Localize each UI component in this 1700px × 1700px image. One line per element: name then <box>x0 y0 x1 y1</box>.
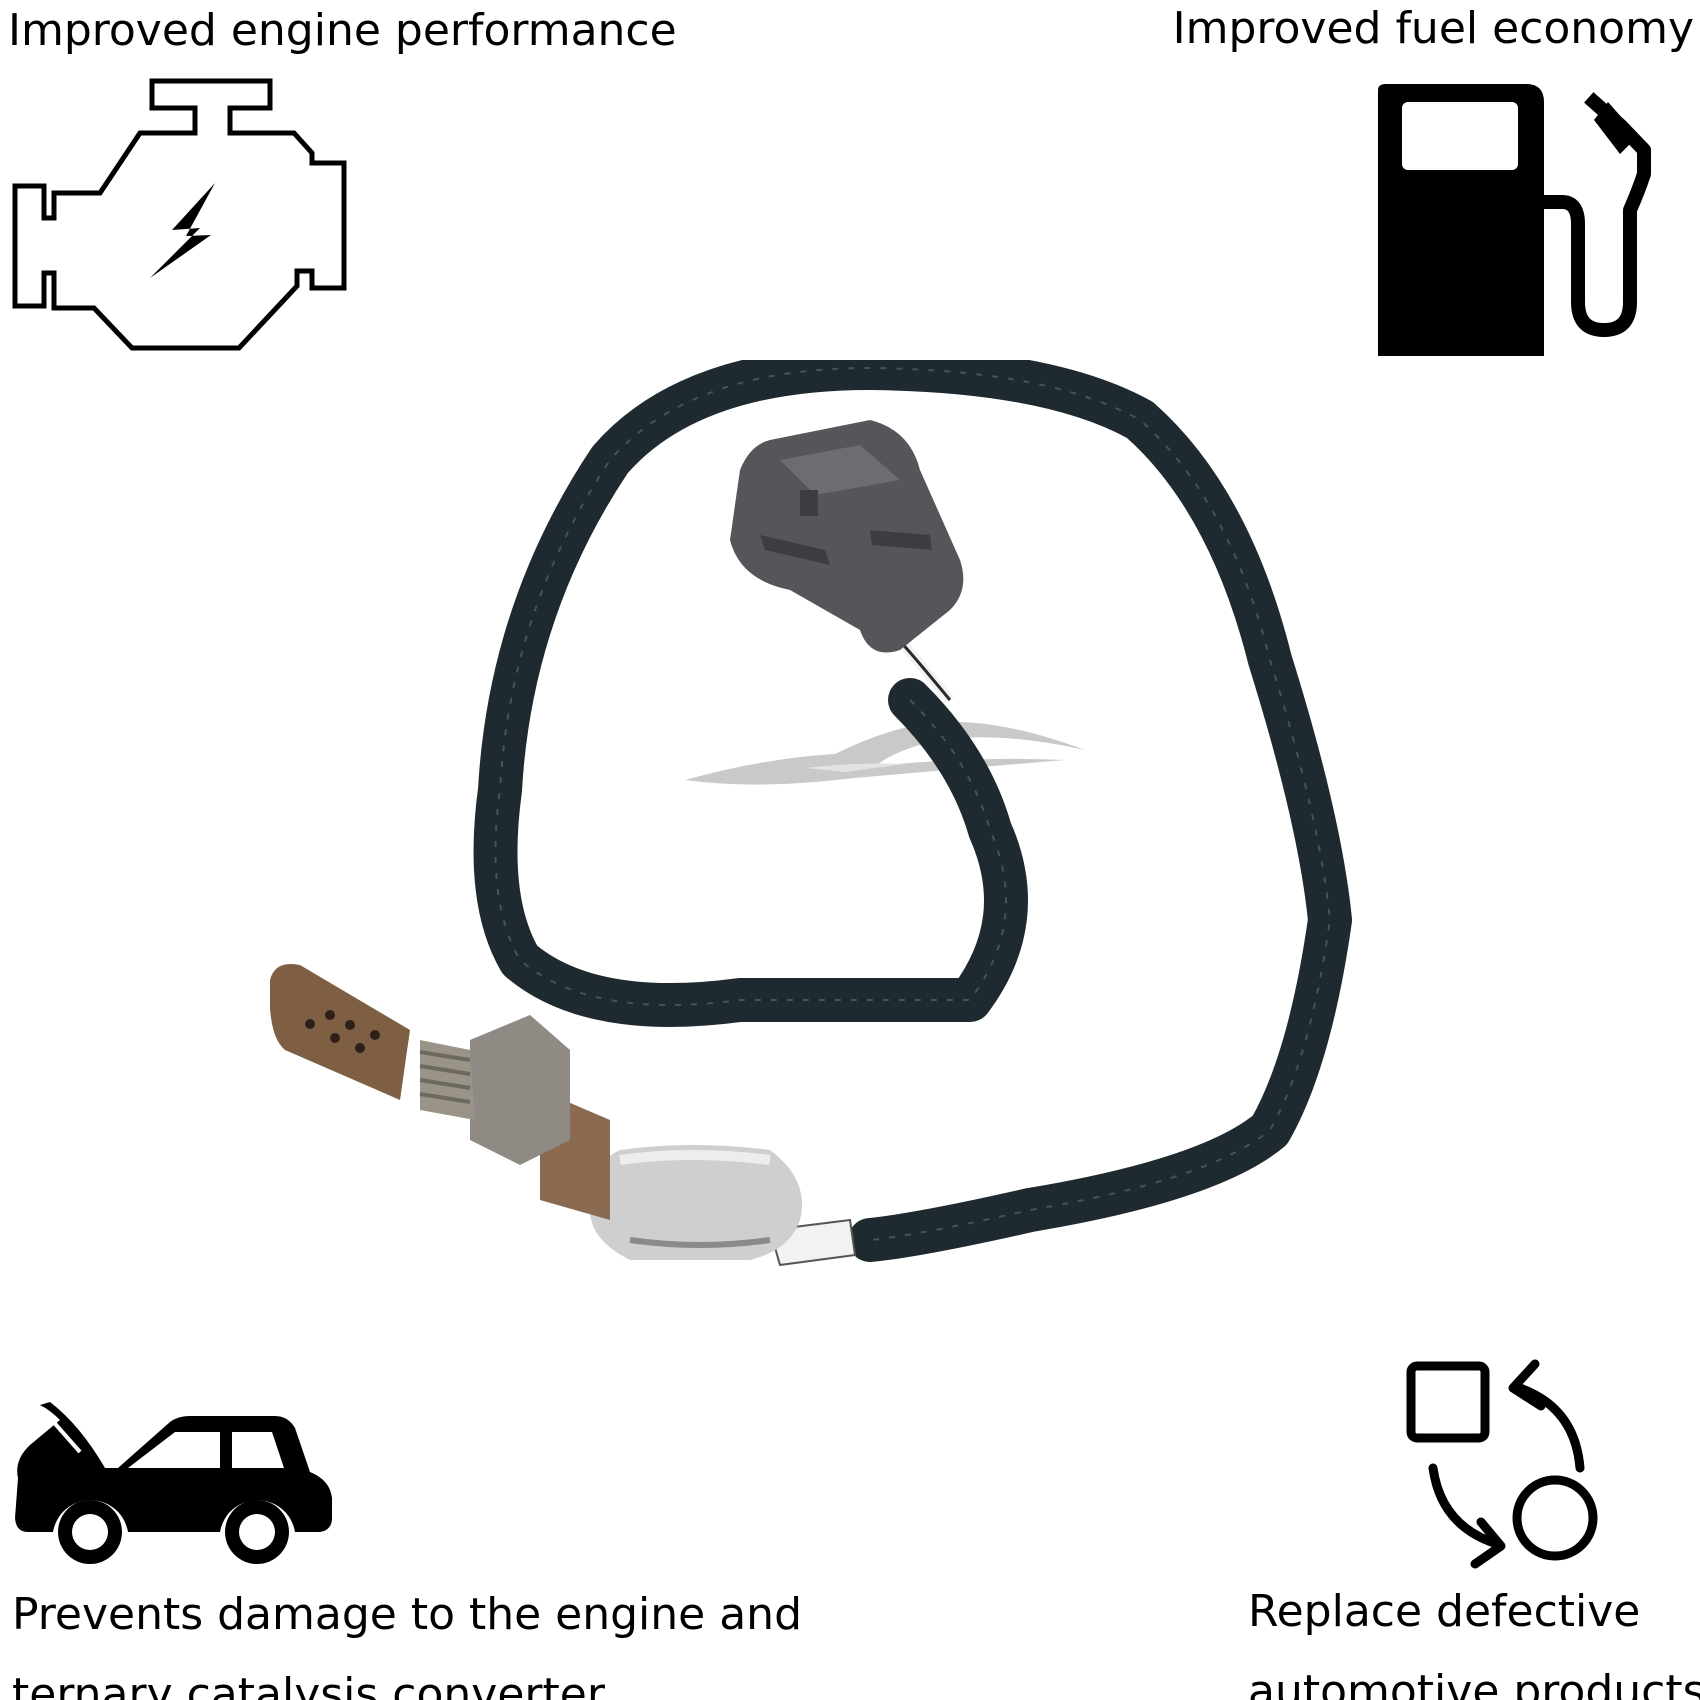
oxygen-sensor-image <box>270 360 1352 1267</box>
car-silhouette-watermark <box>685 721 1085 785</box>
protection-label-line2: ternary catalysis converter <box>12 1669 605 1700</box>
replace-label-line1: Replace defective <box>1248 1586 1641 1637</box>
fuel-economy-label: Improved fuel economy <box>1172 3 1694 54</box>
replace-cycle-icon <box>1406 1359 1598 1569</box>
replace-label: Replace defective automotive products <box>1248 1572 1700 1700</box>
sensor-probe <box>270 964 857 1267</box>
engine-performance-label: Improved engine performance <box>8 5 677 56</box>
protection-label-line1: Prevents damage to the engine and <box>12 1589 803 1640</box>
fuel-pump-icon <box>1378 84 1651 356</box>
replace-label-line2: automotive products <box>1248 1666 1700 1700</box>
engine-check-icon <box>12 78 347 351</box>
car-hood-open-icon <box>15 1402 332 1564</box>
protection-label: Prevents damage to the engine and ternar… <box>12 1575 802 1700</box>
connector-plug <box>730 420 964 653</box>
